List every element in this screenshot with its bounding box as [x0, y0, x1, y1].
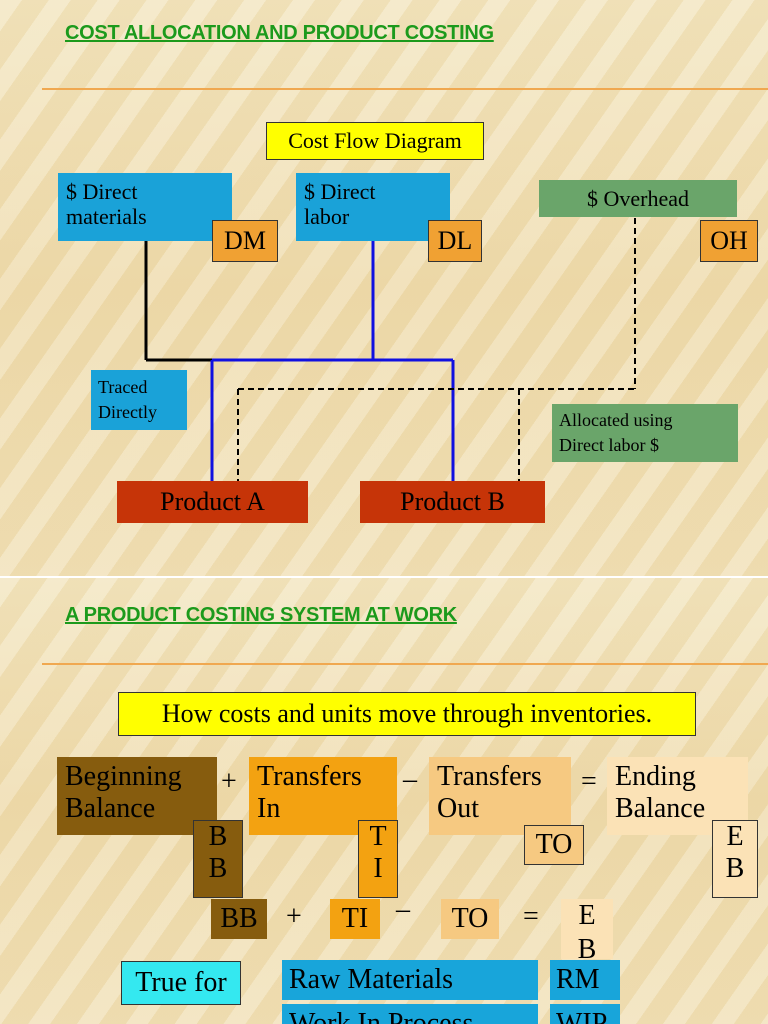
- formula-minus: –: [396, 894, 410, 925]
- flow-lines: [144, 208, 636, 482]
- product-b-box: Product B: [360, 481, 545, 523]
- formula-eb-2: B: [577, 934, 597, 959]
- formula-ti: TI: [330, 899, 380, 939]
- slide-cost-allocation: COST ALLOCATION AND PRODUCT COSTING Cost…: [0, 0, 768, 576]
- slide-heading: COST ALLOCATION AND PRODUCT COSTING: [65, 22, 494, 44]
- traced-directly-note: Traced Directly: [91, 370, 187, 430]
- row-raw-materials-abbr: RM: [550, 960, 620, 1000]
- allocated-note: Allocated using Direct labor $: [552, 404, 738, 462]
- banner: How costs and units move through invento…: [118, 692, 696, 736]
- slide-heading: A PRODUCT COSTING SYSTEM AT WORK: [65, 604, 457, 626]
- direct-labor-box: $ Direct labor: [296, 173, 450, 241]
- bb-line-1: Beginning: [65, 761, 182, 792]
- transfers-in-box: Transfers In: [249, 757, 397, 835]
- oh-abbr: OH: [700, 220, 758, 262]
- ti-abbr: T I: [358, 820, 398, 898]
- allocated-line-2: Direct labor $: [559, 435, 659, 455]
- heading-rule: [42, 663, 768, 665]
- direct-materials-box: $ Direct materials: [58, 173, 232, 241]
- row-work-in-process: Work In Process: [282, 1004, 538, 1024]
- eb-line-2: Balance: [615, 793, 706, 825]
- ti-abbr-2: I: [373, 853, 383, 885]
- bb-line-2: Balance: [65, 793, 156, 825]
- beginning-balance-box: Beginning Balance: [57, 757, 217, 835]
- minus-operator: –: [403, 764, 417, 795]
- bb-abbr-1: B: [208, 821, 228, 852]
- traced-line-1: Traced: [98, 377, 148, 397]
- slide-product-costing: A PRODUCT COSTING SYSTEM AT WORK How cos…: [0, 576, 768, 1024]
- transfers-out-box: Transfers Out: [429, 757, 571, 835]
- dm-line-1: $ Direct: [66, 179, 138, 204]
- eb-abbr-2: B: [725, 853, 745, 885]
- dm-line-2: materials: [66, 204, 147, 230]
- bb-abbr-2: B: [208, 853, 228, 885]
- formula-bb: BB: [211, 899, 267, 939]
- overhead-box: $ Overhead: [539, 180, 737, 217]
- true-for-label: True for: [121, 961, 241, 1005]
- heading-rule: [42, 88, 768, 90]
- formula-eb: E B: [561, 899, 613, 959]
- slide-separator: [0, 576, 768, 578]
- bb-abbr: B B: [193, 820, 243, 898]
- ti-line-2: In: [257, 793, 281, 825]
- formula-to: TO: [441, 899, 499, 939]
- ti-line-1: Transfers: [257, 761, 362, 792]
- plus-operator: +: [221, 766, 237, 797]
- formula-plus: +: [286, 901, 302, 932]
- row-work-in-process-abbr: WIP: [550, 1004, 620, 1024]
- dm-abbr: DM: [212, 220, 278, 262]
- dl-abbr: DL: [428, 220, 482, 262]
- equals-operator: =: [581, 766, 597, 797]
- formula-equals: =: [523, 901, 539, 932]
- dl-line-2: labor: [304, 204, 350, 230]
- allocated-line-1: Allocated using: [559, 410, 673, 430]
- to-abbr: TO: [524, 825, 584, 865]
- ti-abbr-1: T: [369, 821, 387, 852]
- formula-eb-1: E: [578, 900, 596, 931]
- eb-line-1: Ending: [615, 761, 696, 792]
- product-a-box: Product A: [117, 481, 308, 523]
- diagram-title: Cost Flow Diagram: [266, 122, 484, 160]
- row-raw-materials: Raw Materials: [282, 960, 538, 1000]
- eb-abbr-1: E: [726, 821, 744, 852]
- to-line-2: Out: [437, 793, 479, 825]
- to-line-1: Transfers: [437, 761, 542, 792]
- dl-line-1: $ Direct: [304, 179, 376, 204]
- traced-line-2: Directly: [98, 402, 157, 422]
- eb-abbr: E B: [712, 820, 758, 898]
